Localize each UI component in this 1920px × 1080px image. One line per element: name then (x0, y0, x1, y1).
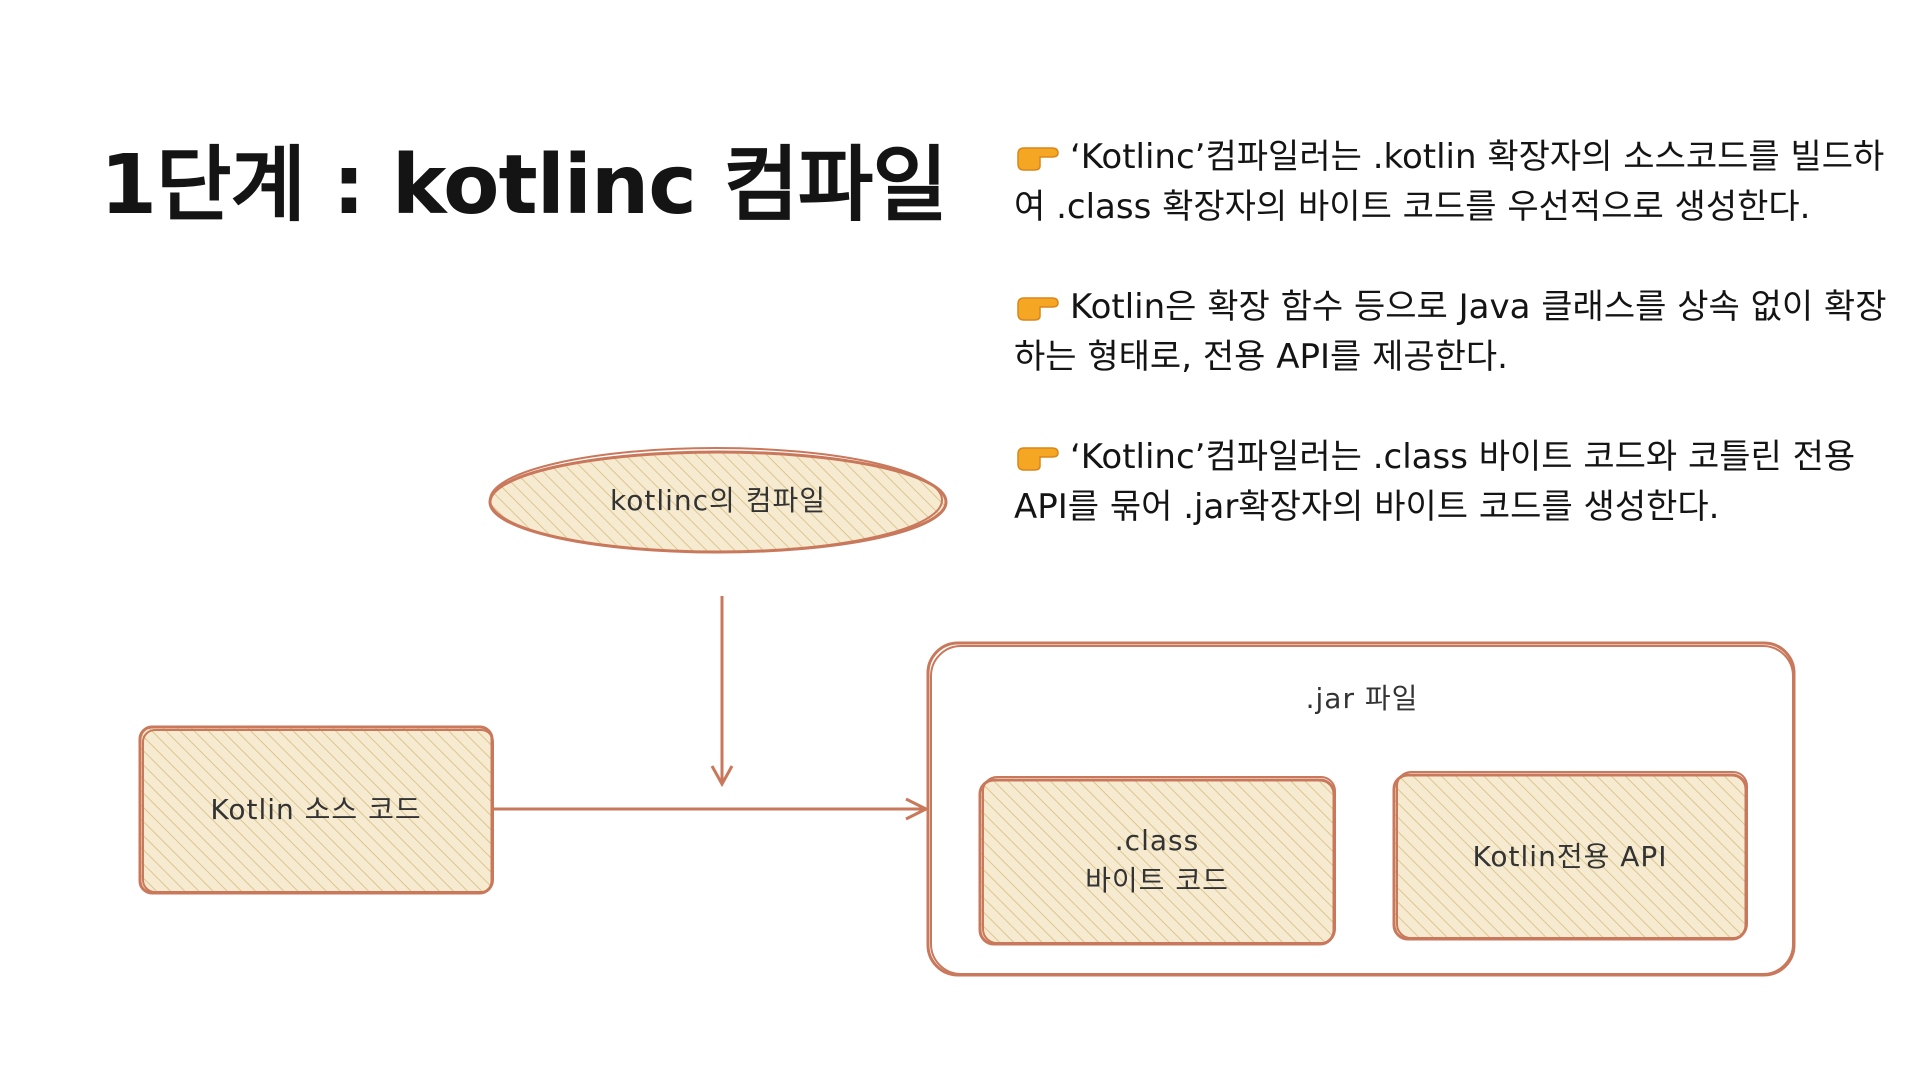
class-bytecode-node: .class 바이트 코드 (978, 776, 1336, 946)
jar-file-node: .jar 파일 (926, 641, 1796, 977)
note-text: Kotlin은 확장 함수 등으로 Java 클래스를 상속 없이 확장하는 형… (1014, 287, 1887, 377)
jar-file-label: .jar 파일 (1306, 682, 1419, 715)
compiler-label: kotlinc의 컴파일 (610, 484, 826, 517)
note-item: Kotlin은 확장 함수 등으로 Java 클래스를 상속 없이 확장하는 형… (1014, 282, 1894, 382)
note-text: ‘Kotlinc’컴파일러는 .class 바이트 코드와 코틀린 전용 API… (1014, 437, 1856, 527)
note-text: ‘Kotlinc’컴파일러는 .kotlin 확장자의 소스코드를 빌드하여 .… (1014, 137, 1885, 227)
class-label-line1: .class (1115, 824, 1199, 857)
source-code-label: Kotlin 소스 코드 (210, 793, 421, 826)
compiler-node: kotlinc의 컴파일 (488, 447, 948, 554)
class-label-line2: 바이트 코드 (1085, 864, 1229, 897)
pointing-hand-icon (1017, 147, 1059, 171)
pointing-hand-icon (1017, 447, 1059, 471)
kotlin-api-node: Kotlin전용 API (1392, 771, 1748, 941)
page-title: 1단계 : kotlinc 컴파일 (100, 138, 948, 233)
compiler-arrow (710, 596, 734, 788)
notes-panel: ‘Kotlinc’컴파일러는 .kotlin 확장자의 소스코드를 빌드하여 .… (1014, 132, 1894, 582)
pointing-hand-icon (1017, 297, 1059, 321)
build-arrow (494, 797, 930, 821)
kotlin-api-label: Kotlin전용 API (1472, 840, 1667, 873)
source-code-node: Kotlin 소스 코드 (138, 725, 494, 895)
note-item: ‘Kotlinc’컴파일러는 .kotlin 확장자의 소스코드를 빌드하여 .… (1014, 132, 1894, 232)
note-item: ‘Kotlinc’컴파일러는 .class 바이트 코드와 코틀린 전용 API… (1014, 432, 1894, 532)
